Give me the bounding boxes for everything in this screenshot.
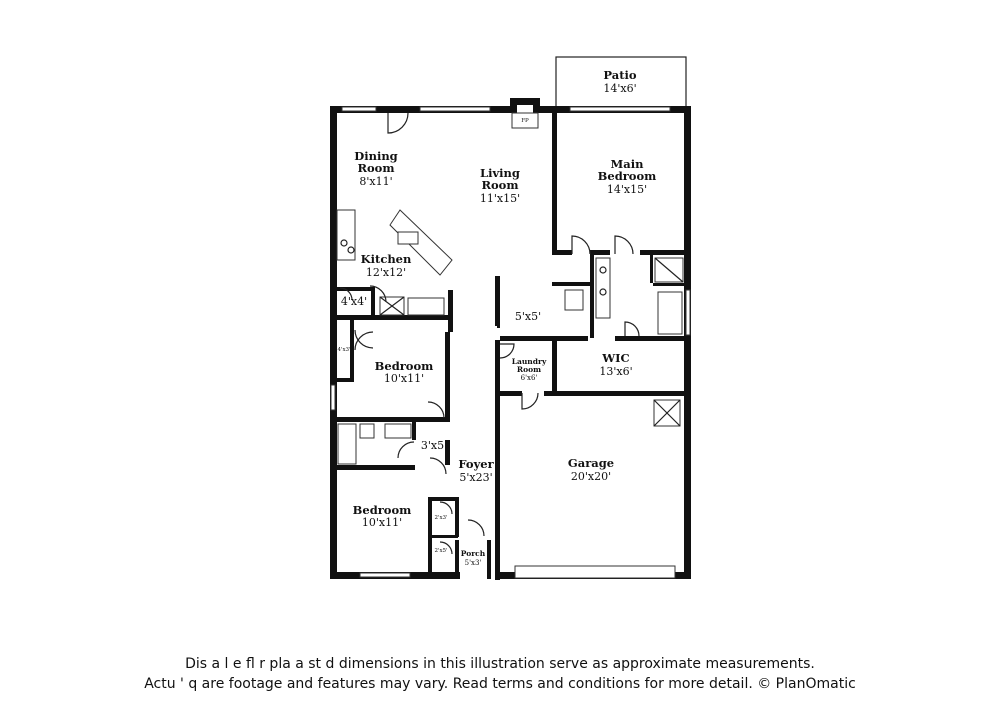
foyer-name: Foyer [458, 457, 494, 471]
fireplace [511, 112, 539, 129]
wic-name: WIC [601, 351, 629, 365]
counter [407, 297, 445, 316]
bedroom2-dim: 10'x11' [362, 516, 402, 529]
living-dim: 11'x15' [480, 192, 520, 205]
floor-plan: Patio 14'x6' FP Dining Room 8'x11' Livin… [330, 56, 691, 580]
porch-name: Porch [461, 549, 486, 558]
windows [330, 106, 691, 579]
dining-dim: 8'x11' [359, 175, 392, 188]
living-name-2: Room [481, 178, 518, 192]
patio-dim: 14'x6' [603, 82, 636, 95]
wic-dim: 13'x6' [599, 365, 632, 378]
stove-icon [347, 246, 355, 254]
dining-name-2: Room [357, 161, 394, 175]
disclaimer-line-1: Dis a l e fl r pla a st d dimensions in … [185, 656, 815, 672]
kitchen-dim: 12'x12' [366, 266, 406, 279]
garage-hatch [653, 399, 681, 427]
room-labels: Patio 14'x6' FP Dining Room 8'x11' Livin… [337, 68, 656, 567]
dining-name-1: Dining [354, 149, 397, 163]
disclaimer-line-2: Actu ' q are footage and features may va… [144, 676, 856, 692]
laundry-dim: 6'x6' [521, 374, 538, 382]
laundry-name-2: Room [517, 365, 541, 374]
main-bedroom-dim: 14'x15' [607, 183, 647, 196]
bedroom1-name: Bedroom [375, 359, 434, 373]
hall-dim: 5'x5' [515, 310, 541, 323]
fp-label: FP [521, 118, 529, 124]
sink-icon [384, 423, 412, 439]
vanity [595, 257, 611, 319]
stove-icon [340, 239, 348, 247]
interior-walls [330, 106, 691, 580]
living-name-1: Living [480, 166, 520, 180]
bath-fixtures [337, 257, 684, 465]
laundry-name-1: Laundry [512, 357, 547, 366]
kitchen-name: Kitchen [361, 252, 412, 266]
garage-name: Garage [568, 456, 614, 470]
bedroom1-dim: 10'x11' [384, 372, 424, 385]
bathtub-icon [337, 423, 357, 465]
kitchen-island [389, 209, 453, 276]
bathtub-icon [657, 291, 683, 335]
porch-dim: 5'x3' [465, 559, 482, 567]
main-bedroom-name-2: Bedroom [598, 169, 657, 183]
foyer-dim: 5'x23' [459, 471, 492, 484]
bath2-dim: 3'x5' [421, 439, 447, 452]
toilet-icon [359, 423, 375, 439]
closet3-dim: 2'x5' [434, 548, 447, 554]
closet1-dim: 4'x3' [337, 347, 350, 353]
toilet-icon [564, 289, 584, 311]
kitchen-fixtures [336, 209, 453, 316]
closet2-dim: 2'x3' [434, 515, 447, 521]
main-bedroom-name-1: Main [611, 157, 645, 171]
garage-dim: 20'x20' [571, 470, 611, 483]
sink-icon [397, 231, 419, 245]
patio-name: Patio [603, 68, 636, 82]
bedroom2-name: Bedroom [353, 503, 412, 517]
pantry-dim: 4'x4' [341, 295, 367, 308]
doors [339, 112, 640, 555]
